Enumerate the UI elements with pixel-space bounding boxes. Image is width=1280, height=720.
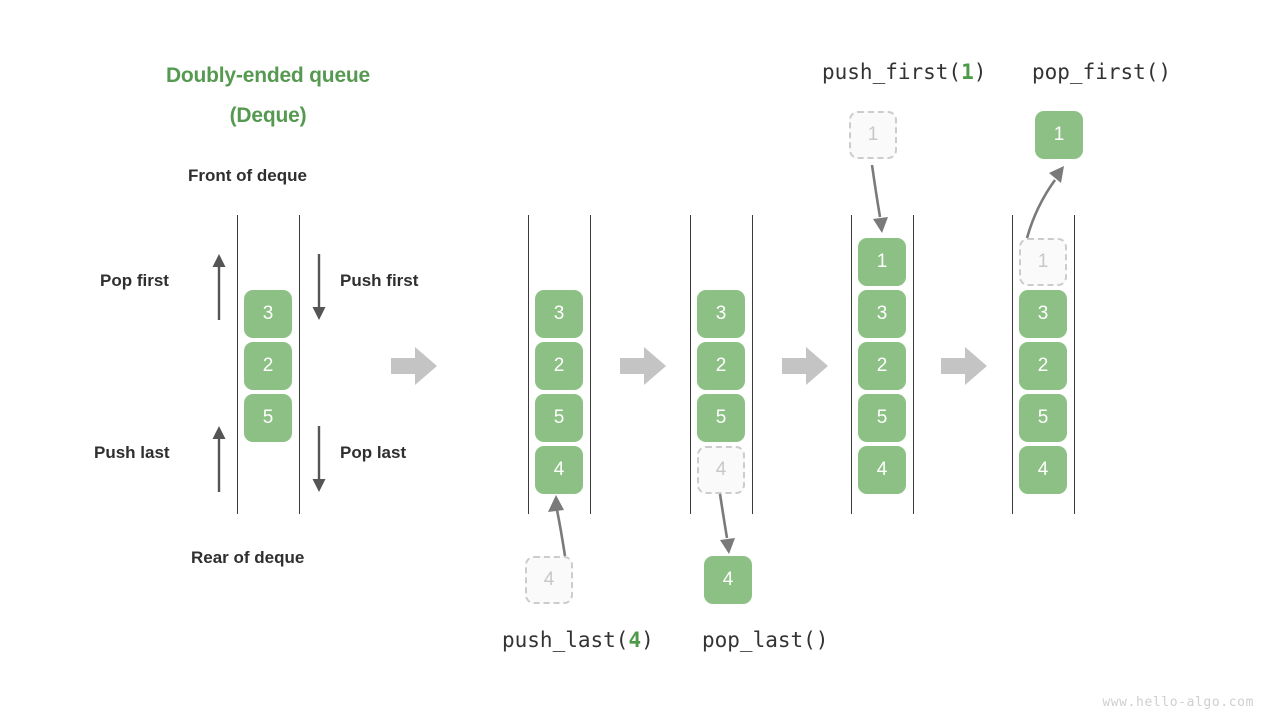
transition-arrow-icon bbox=[782, 347, 828, 385]
title-line-1: Doubly-ended queue bbox=[165, 64, 371, 87]
deque-cell: 3 bbox=[858, 290, 906, 338]
label-pop-last-call: pop_last() bbox=[702, 628, 828, 652]
page-title: Doubly-ended queue (Deque) bbox=[118, 56, 418, 136]
fn-name: push_last( bbox=[502, 628, 629, 652]
rail-left bbox=[237, 215, 238, 514]
pop-first-connector-arrow-icon bbox=[1025, 166, 1064, 239]
floating-cell-pop-first: 1 bbox=[1035, 111, 1083, 159]
deque-cell: 3 bbox=[535, 290, 583, 338]
front-of-deque-label: Front of deque bbox=[188, 166, 307, 185]
deque-cell: 2 bbox=[1019, 342, 1067, 390]
pop-first-label: Pop first bbox=[100, 271, 169, 290]
rail-right bbox=[590, 215, 591, 514]
label-push-first-call: push_first(1) bbox=[822, 60, 986, 84]
deque-cell: 4 bbox=[858, 446, 906, 494]
push-first-arrow-icon bbox=[312, 254, 326, 320]
floating-cell-push-first: 1 bbox=[849, 111, 897, 159]
push-first-connector-arrow-icon bbox=[870, 164, 888, 233]
fn-close: ) bbox=[973, 60, 987, 84]
transition-arrow-icon bbox=[391, 347, 437, 385]
deque-cell: 2 bbox=[244, 342, 292, 390]
deque-cell: 2 bbox=[697, 342, 745, 390]
rail-left bbox=[1012, 215, 1013, 514]
rail-right bbox=[752, 215, 753, 514]
label-push-last-call: push_last(4) bbox=[502, 628, 654, 652]
deque-cell: 3 bbox=[244, 290, 292, 338]
rail-left bbox=[690, 215, 691, 514]
fn-close: ) bbox=[641, 628, 654, 652]
rail-left bbox=[528, 215, 529, 514]
rail-right bbox=[913, 215, 914, 514]
deque-cell: 2 bbox=[858, 342, 906, 390]
transition-arrow-icon bbox=[620, 347, 666, 385]
push-first-label: Push first bbox=[340, 271, 419, 290]
watermark: www.hello-algo.com bbox=[1102, 695, 1254, 710]
pop-last-label: Pop last bbox=[340, 443, 407, 462]
label-pop-first-call: pop_first() bbox=[1032, 60, 1171, 84]
deque-cell-ghost: 4 bbox=[697, 446, 745, 494]
deque-cell: 5 bbox=[858, 394, 906, 442]
fn-name: pop_last() bbox=[702, 628, 829, 652]
push-last-label: Push last bbox=[94, 443, 170, 462]
floating-cell-pop-last: 4 bbox=[704, 556, 752, 604]
push-last-arrow-icon bbox=[212, 426, 226, 492]
deque-cell: 3 bbox=[1019, 290, 1067, 338]
deque-cell: 1 bbox=[858, 238, 906, 286]
title-line-2: (Deque) bbox=[229, 104, 307, 127]
deque-cell: 3 bbox=[697, 290, 745, 338]
fn-arg: 1 bbox=[961, 60, 974, 84]
fn-name: push_first( bbox=[822, 60, 962, 84]
fn-arg: 4 bbox=[628, 628, 642, 652]
deque-cell: 5 bbox=[1019, 394, 1067, 442]
pop-last-arrow-icon bbox=[312, 426, 326, 492]
rail-left bbox=[851, 215, 852, 514]
deque-cell: 2 bbox=[535, 342, 583, 390]
floating-cell-push-last: 4 bbox=[525, 556, 573, 604]
push-last-connector-arrow-icon bbox=[548, 495, 567, 557]
deque-cell: 5 bbox=[697, 394, 745, 442]
deque-cell: 5 bbox=[535, 394, 583, 442]
rail-right bbox=[1074, 215, 1075, 514]
pop-first-arrow-icon bbox=[212, 254, 226, 320]
rail-right bbox=[299, 215, 300, 514]
deque-cell-ghost: 1 bbox=[1019, 238, 1067, 286]
deque-cell: 4 bbox=[535, 446, 583, 494]
fn-name: pop_first() bbox=[1032, 60, 1172, 84]
deque-cell: 4 bbox=[1019, 446, 1067, 494]
rear-of-deque-label: Rear of deque bbox=[191, 548, 305, 567]
pop-last-connector-arrow-icon bbox=[718, 493, 735, 554]
deque-cell: 5 bbox=[244, 394, 292, 442]
transition-arrow-icon bbox=[941, 347, 987, 385]
